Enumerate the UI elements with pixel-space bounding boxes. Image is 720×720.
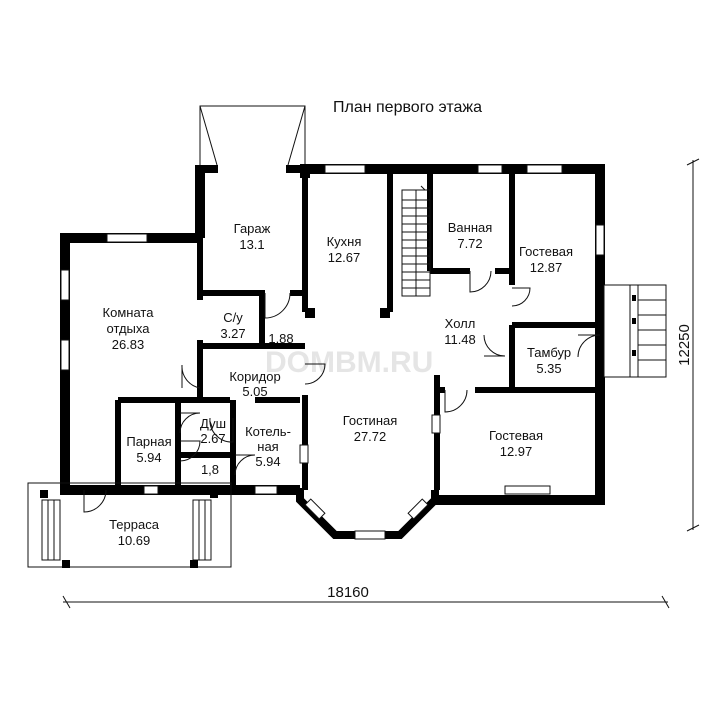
guest-se-area: 12.97 bbox=[500, 444, 533, 459]
entrance-porch bbox=[603, 284, 667, 378]
garage-area: 13.1 bbox=[239, 237, 264, 252]
boiler-name-line2: ная bbox=[257, 439, 278, 454]
boiler-area: 5.94 bbox=[255, 454, 280, 469]
watermark: DOMBM.RU bbox=[265, 346, 433, 379]
wc-area: 3.27 bbox=[220, 326, 245, 341]
closet-area: 1.88 bbox=[268, 331, 293, 346]
garage-canopy bbox=[199, 105, 306, 166]
staircase bbox=[401, 185, 431, 297]
vestibule-name: Тамбур bbox=[527, 345, 571, 360]
boiler-name-line1: Котель- bbox=[245, 424, 291, 439]
guest-ne-name: Гостевая bbox=[519, 244, 573, 259]
hall-name: Холл bbox=[445, 316, 476, 331]
vestibule-area: 5.35 bbox=[536, 361, 561, 376]
terrace bbox=[27, 482, 232, 568]
corridor-name: Коридор bbox=[229, 369, 280, 384]
plan-title: План первого этажа bbox=[333, 99, 482, 116]
rest-room-name-line1: Комната bbox=[103, 305, 155, 320]
living-name: Гостиная bbox=[343, 413, 398, 428]
sauna-name: Парная bbox=[126, 434, 171, 449]
dimension-height bbox=[686, 158, 700, 532]
dimension-width bbox=[62, 595, 670, 609]
terrace-area: 10.69 bbox=[118, 533, 151, 548]
bathroom-area: 7.72 bbox=[457, 236, 482, 251]
dimension-width-label: 18160 bbox=[327, 584, 369, 601]
shower-name: Душ bbox=[200, 416, 226, 431]
kitchen-name: Кухня bbox=[327, 234, 362, 249]
shower-area: 2.67 bbox=[200, 431, 225, 446]
bathroom-name: Ванная bbox=[448, 220, 493, 235]
guest-ne-area: 12.87 bbox=[530, 260, 563, 275]
sauna-area: 5.94 bbox=[136, 450, 161, 465]
hall-area: 11.48 bbox=[444, 332, 476, 347]
wall-stubs bbox=[305, 308, 390, 318]
storage-area: 1,8 bbox=[201, 462, 219, 477]
wc-name: С/у bbox=[223, 310, 243, 325]
garage-name: Гараж bbox=[234, 221, 271, 236]
terrace-name: Терраса bbox=[109, 517, 160, 532]
doors bbox=[83, 270, 627, 513]
dimension-height-label: 12250 bbox=[676, 324, 693, 366]
kitchen-area: 12.67 bbox=[328, 250, 361, 265]
windows bbox=[60, 164, 605, 540]
room-labels: Гараж 13.1 Кухня 12.67 Ванная 7.72 Госте… bbox=[103, 220, 573, 548]
guest-se-name: Гостевая bbox=[489, 428, 543, 443]
corridor-area: 5.05 bbox=[242, 384, 267, 399]
rest-room-name-line2: отдыха bbox=[107, 321, 151, 336]
living-area: 27.72 bbox=[354, 429, 387, 444]
interior-walls bbox=[115, 169, 600, 490]
rest-room-area: 26.83 bbox=[112, 337, 145, 352]
